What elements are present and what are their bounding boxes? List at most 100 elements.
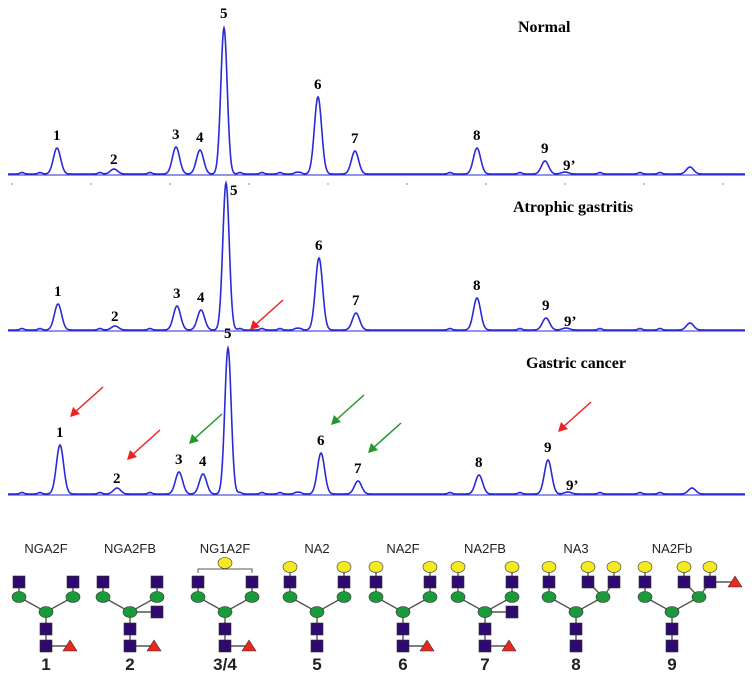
glcnac-square: [638, 575, 652, 589]
peak-label: 8: [473, 128, 481, 144]
peak-label: 3: [175, 452, 183, 468]
glycan-name: NA2F: [386, 541, 419, 556]
arrow-head: [70, 407, 80, 417]
arrow-shaft: [371, 422, 402, 450]
glcnac-square: [150, 605, 164, 619]
glcnac-square: [505, 575, 519, 589]
peak-label: 5: [220, 6, 228, 22]
glcnac-square: [677, 575, 691, 589]
mannose-circle: [637, 591, 653, 603]
glcnac-square: [123, 622, 137, 636]
galactose-circle: [637, 561, 653, 573]
mannose-circle: [477, 606, 493, 618]
glycan-number: 7: [480, 655, 489, 674]
arrow-shaft: [253, 299, 284, 327]
fucose-triangle: [146, 639, 162, 652]
glycan-number: 6: [398, 655, 407, 674]
mannose-circle: [122, 606, 138, 618]
peak-label: 3: [173, 286, 181, 302]
glcnac-square: [66, 575, 80, 589]
arrow-head: [331, 415, 341, 425]
fucose-triangle: [727, 575, 743, 588]
peak-label: 3: [172, 127, 180, 143]
galactose-circle: [504, 561, 520, 573]
mannose-circle: [11, 591, 27, 603]
arrow-head: [127, 450, 137, 460]
glycan-number: 1: [41, 655, 50, 674]
peak-label: 9: [544, 440, 552, 456]
mannose-circle: [282, 591, 298, 603]
glcnac-square: [665, 639, 679, 653]
mannose-circle: [244, 591, 260, 603]
mannose-circle: [691, 591, 707, 603]
glcnac-square: [283, 575, 297, 589]
peak-label: 6: [317, 433, 325, 449]
increase-arrow: [250, 299, 284, 330]
fucose-triangle: [419, 639, 435, 652]
peak-label: 2: [110, 152, 118, 168]
peak-label: 7: [354, 461, 362, 477]
decrease-arrow: [331, 394, 365, 425]
glcnac-square: [581, 575, 595, 589]
glycan-na2fb: NA2FB 7: [450, 541, 520, 674]
peak-label: 5: [230, 183, 238, 199]
arrow-shaft: [334, 394, 365, 422]
glcnac-square: [569, 639, 583, 653]
glcnac-square: [478, 622, 492, 636]
glcnac-square: [218, 622, 232, 636]
peak-label: 4: [199, 454, 207, 470]
glycan-name: NA2: [304, 541, 329, 556]
glycan-name: NGA2F: [24, 541, 67, 556]
panel-title: Atrophic gastritis: [513, 199, 633, 216]
glcnac-square: [703, 575, 717, 589]
glycan-na2f: NA2F 6: [368, 541, 438, 674]
chromatogram-trace: [8, 345, 745, 495]
mannose-circle: [568, 606, 584, 618]
glcnac-square: [569, 622, 583, 636]
glycan-name: NG1A2F: [200, 541, 251, 556]
peak-label: 2: [113, 471, 121, 487]
glcnac-square: [96, 575, 110, 589]
mannose-circle: [309, 606, 325, 618]
galactose-circle: [282, 561, 298, 573]
peak-label: 9’: [564, 314, 577, 330]
glcnac-square: [310, 639, 324, 653]
mannose-circle: [664, 606, 680, 618]
glycan-number: 2: [125, 655, 134, 674]
glycan-number: 8: [571, 655, 580, 674]
glycan-number: 9: [667, 655, 676, 674]
peak-label: 9: [541, 141, 549, 157]
glcnac-square: [123, 639, 137, 653]
glcnac-square: [396, 639, 410, 653]
peak-label: 8: [475, 455, 483, 471]
peak-label: 1: [53, 128, 61, 144]
glcnac-square: [39, 622, 53, 636]
peak-label: 4: [196, 130, 204, 146]
arrow-head: [250, 320, 260, 330]
peak-label: 4: [197, 290, 205, 306]
arrow-shaft: [73, 386, 104, 414]
glcnac-square: [423, 575, 437, 589]
glcnac-square: [12, 575, 26, 589]
glcnac-square: [337, 575, 351, 589]
galactose-circle: [606, 561, 622, 573]
galactose-circle: [336, 561, 352, 573]
chromatogram-trace: [8, 25, 745, 175]
arrow-head: [368, 443, 378, 453]
galactose-circle: [580, 561, 596, 573]
mannose-circle: [336, 591, 352, 603]
glcnac-square: [542, 575, 556, 589]
glycan-nga2f: NGA2F 1: [11, 541, 81, 674]
glycan-name: NA2FB: [464, 541, 506, 556]
glcnac-square: [245, 575, 259, 589]
